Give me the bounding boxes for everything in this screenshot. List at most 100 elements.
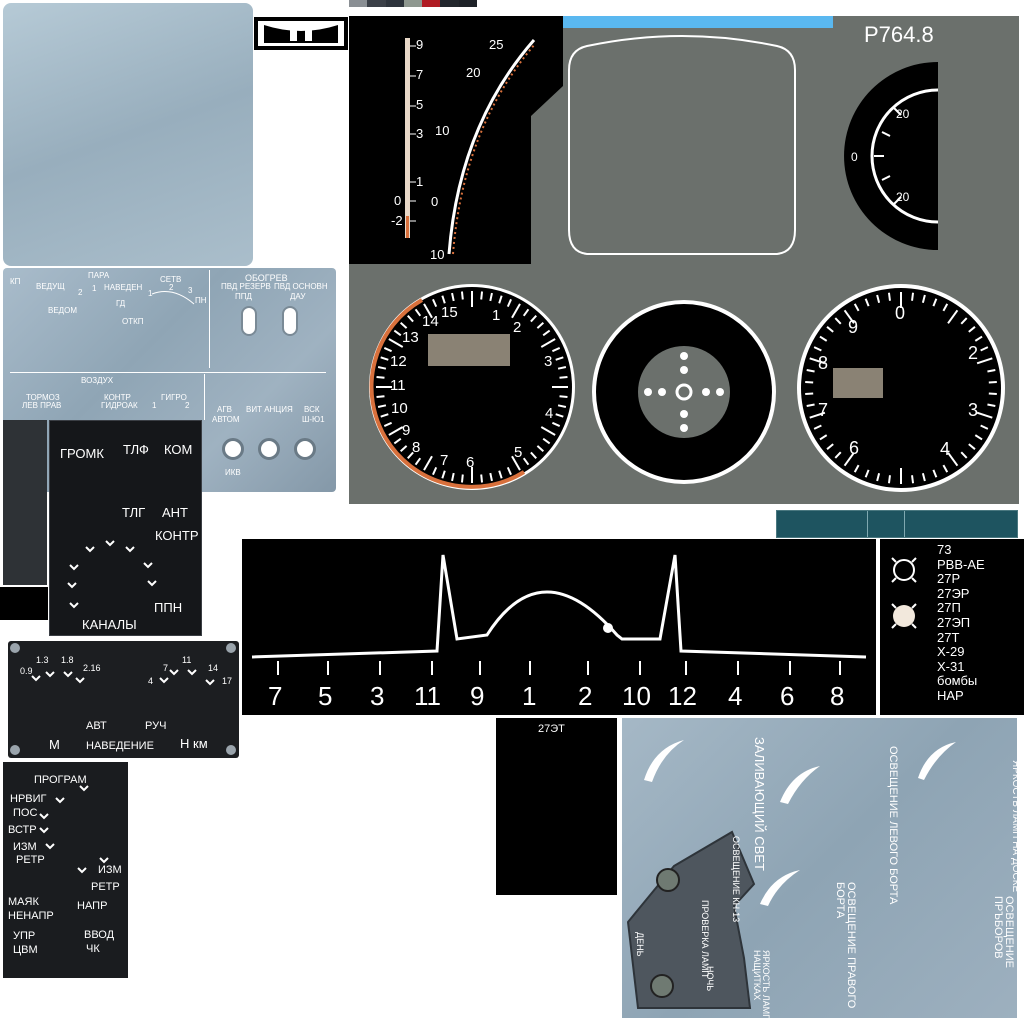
label-11: 11: [182, 655, 192, 665]
label-avtom: АВТОМ: [212, 415, 240, 424]
weapon-item: 27ЭП: [937, 614, 971, 630]
label-vedom: ВЕДОМ: [48, 306, 77, 315]
weapon-item: РВВ-АЕ: [937, 556, 985, 572]
weapon-item: 27Р: [937, 571, 961, 587]
left-dial-12: 12: [390, 353, 407, 370]
label-tlg: ТЛГ: [122, 505, 146, 520]
label-vstr: ВСТР: [8, 824, 37, 836]
screw-icon: [226, 745, 236, 755]
label-izm-2: ИЗМ: [98, 864, 122, 876]
black-block: [0, 587, 48, 620]
label-kontr: КОНТР: [104, 393, 131, 402]
dial-tick: [423, 303, 433, 319]
label-den: ДЕНЬ: [635, 932, 645, 957]
label-g1: 1: [152, 401, 157, 410]
dial-tick: [853, 464, 860, 473]
scale-num-8: 8: [830, 681, 845, 711]
dial-tick: [376, 395, 385, 399]
label-pvd-osnovn: ПВД ОСНОВН: [274, 282, 328, 291]
dial-tick: [536, 322, 545, 329]
heater-toggle-left[interactable]: [241, 306, 257, 336]
dial-tick: [921, 472, 926, 482]
dial-tick: [399, 445, 408, 452]
left-dial-8: 8: [412, 439, 421, 456]
dial-tick: [987, 403, 996, 407]
weapon-lamp-off-icon: [891, 557, 917, 583]
dial-tick: [377, 366, 387, 370]
label-2: 2: [78, 288, 83, 297]
heater-toggle-right[interactable]: [282, 306, 298, 336]
color-swatch-strip: [349, 0, 477, 7]
side-gauge-label-20-top: 20: [896, 107, 910, 121]
dial-tick: [947, 309, 959, 324]
left-dial-10: 10: [391, 400, 408, 417]
dial-tick: [809, 357, 826, 365]
dial-tick: [843, 309, 855, 324]
lighting-knob-marks: [626, 740, 956, 1009]
side-gauge-label-20-bottom: 20: [896, 190, 910, 204]
label-kom: КОМ: [164, 442, 193, 457]
left-dial-6: 6: [466, 454, 475, 471]
teal-cell: [868, 511, 905, 537]
dial-tick: [834, 317, 842, 325]
dial-tick: [489, 292, 493, 302]
dial-tick: [407, 451, 414, 460]
dial-tick: [555, 413, 564, 418]
right-dial-8: 8: [818, 353, 829, 373]
label-ppn: ППН: [154, 600, 183, 615]
label-g2: 2: [185, 401, 190, 410]
scale-num-9: 9: [470, 681, 485, 711]
left-dial-3: 3: [544, 353, 553, 370]
navigation-panel: [3, 762, 128, 978]
dial-tick: [383, 347, 393, 353]
dial-tick: [388, 426, 404, 436]
right-dial-9: 9: [848, 317, 859, 337]
label-lev-prav: ЛЕВ ПРАВ: [22, 401, 62, 410]
label-n-km: Н км: [180, 736, 208, 751]
scale-num-4: 4: [728, 681, 743, 711]
swatch: [458, 0, 477, 7]
dial-tick: [506, 466, 512, 476]
label-m: М: [49, 737, 60, 752]
dial-tick: [555, 356, 564, 361]
side-gauge-label-0: 0: [851, 150, 858, 164]
dial-tick: [393, 437, 402, 445]
indicator-lamp-1[interactable]: [222, 438, 244, 460]
indicator-lamp-2[interactable]: [258, 438, 280, 460]
altitude-selector-ticks: [31, 669, 215, 686]
readout-label: P764.8: [864, 22, 934, 47]
dial-tick: [988, 392, 997, 396]
dial-tick: [522, 457, 530, 466]
label-agv: АГВ: [217, 405, 233, 414]
scale-num-3: 3: [370, 681, 385, 711]
center-dial-gauge: [592, 300, 776, 484]
label-7: 7: [163, 663, 169, 673]
dial-tick: [864, 298, 870, 307]
dial-tick: [432, 466, 438, 476]
tape-label-0: 0: [394, 193, 402, 208]
scale-num-5: 5: [318, 681, 333, 711]
left-dial-5: 5: [514, 444, 523, 461]
dial-tick: [876, 472, 881, 482]
dial-tick: [451, 472, 455, 482]
blue-bar: [525, 16, 833, 28]
dial-tick: [974, 335, 983, 342]
scale-num-6: 6: [780, 681, 795, 711]
label-setv: СЕТВ: [160, 275, 182, 284]
label-14: 14: [208, 663, 219, 673]
dial-tick: [826, 326, 834, 333]
swatch: [349, 0, 368, 7]
weapon-item: бомбы: [937, 673, 978, 689]
arc-label-25: 25: [489, 37, 504, 52]
dial-tick: [806, 369, 815, 373]
label-vozdukh: ВОЗДУХ: [81, 376, 114, 385]
label-27et-panel: [496, 718, 617, 895]
label-avt: АВТ: [86, 720, 107, 732]
dial-tick: [805, 392, 814, 396]
label-program: ПРОГРАМ: [34, 774, 87, 786]
dial-tick: [377, 404, 387, 408]
label-retr-2: РЕТР: [91, 881, 120, 893]
left-dial-11: 11: [390, 377, 406, 394]
indicator-lamp-3[interactable]: [294, 438, 316, 460]
left-dial-7: 7: [440, 452, 449, 469]
